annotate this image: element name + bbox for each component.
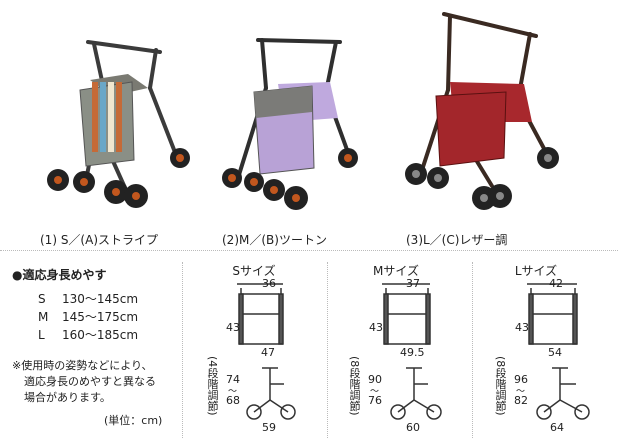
height-row-m: M 145〜175cm xyxy=(38,308,138,325)
size-m-top-width: 37 xyxy=(406,277,420,290)
size-l-front-diagram xyxy=(527,283,578,345)
height-range: 145〜175cm xyxy=(62,310,139,324)
size-s-side-diagram xyxy=(246,367,296,420)
size-l-adjust-label: (8段階調節) xyxy=(494,356,507,416)
unit-label: (単位：cm) xyxy=(104,414,163,427)
size-s-top-width: 36 xyxy=(262,277,276,290)
note-line: 適応身長のめやすと異なる xyxy=(24,375,156,388)
note: ※使用時の姿勢などにより、 適応身長のめやすと異なる 場合があります。 xyxy=(12,358,156,406)
size-m-side-diagram xyxy=(390,367,442,420)
size-m-handle-sep: 〜 xyxy=(370,387,380,397)
size-s-front-diagram xyxy=(237,283,284,345)
height-range: 130〜145cm xyxy=(62,292,139,306)
product-2-caption: (2)M／(B)ツートン xyxy=(222,233,327,247)
size-l-handle-sep: 〜 xyxy=(516,387,526,397)
size-m-handle-max: 90 xyxy=(368,373,382,386)
note-line: ※使用時の姿勢などにより、 xyxy=(12,359,153,372)
divider-v2 xyxy=(327,262,328,438)
size-l-side-diagram xyxy=(536,367,590,420)
height-row-s: S 130〜145cm xyxy=(38,290,138,307)
size-s-adjust-label: (4段階調節) xyxy=(206,356,219,416)
size-label: L xyxy=(38,328,45,342)
walker-image-striped xyxy=(47,40,190,208)
size-label: M xyxy=(38,310,49,324)
size-s-title: Sサイズ xyxy=(232,264,276,278)
size-l-height: 43 xyxy=(515,321,529,334)
size-l-handle-min: 82 xyxy=(514,394,528,407)
size-m-height: 43 xyxy=(369,321,383,334)
size-l-handle-max: 96 xyxy=(514,373,528,386)
size-m-front-diagram xyxy=(382,283,431,345)
product-3 xyxy=(400,10,570,220)
size-l-title: Lサイズ xyxy=(514,264,558,278)
size-s-handle-max: 74 xyxy=(226,373,240,386)
product-3-caption: (3)L／(C)レザー調 xyxy=(406,233,508,247)
size-s-height: 43 xyxy=(226,321,240,334)
size-s-base-width: 47 xyxy=(261,346,275,359)
size-l-top-width: 42 xyxy=(549,277,563,290)
size-m-base-width: 49.5 xyxy=(400,346,425,359)
product-2 xyxy=(218,28,368,218)
size-m-wheel-base: 60 xyxy=(406,421,420,434)
product-1 xyxy=(38,30,198,220)
size-s-handle-sep: 〜 xyxy=(228,387,238,397)
size-s-wheel-base: 59 xyxy=(262,421,276,434)
divider-horizontal xyxy=(0,250,618,251)
size-s-handle-min: 68 xyxy=(226,394,240,407)
height-range: 160〜185cm xyxy=(62,328,139,342)
height-row-l: L 160〜185cm xyxy=(38,326,138,343)
size-m-title: Mサイズ xyxy=(373,264,419,278)
note-line: 場合があります。 xyxy=(24,391,111,404)
product-1-caption: (1) S／(A)ストライプ xyxy=(40,233,159,247)
size-m-handle-min: 76 xyxy=(368,394,382,407)
divider-v1 xyxy=(182,262,183,438)
height-guide-title: ●適応身長めやす xyxy=(12,268,107,282)
size-label: S xyxy=(38,292,46,306)
size-l-base-width: 54 xyxy=(548,346,562,359)
size-l-wheel-base: 64 xyxy=(550,421,564,434)
divider-v3 xyxy=(472,262,473,438)
size-m-adjust-label: (8段階調節) xyxy=(348,356,361,416)
walker-image-twotone xyxy=(222,38,358,210)
walker-image-leather xyxy=(405,12,559,210)
